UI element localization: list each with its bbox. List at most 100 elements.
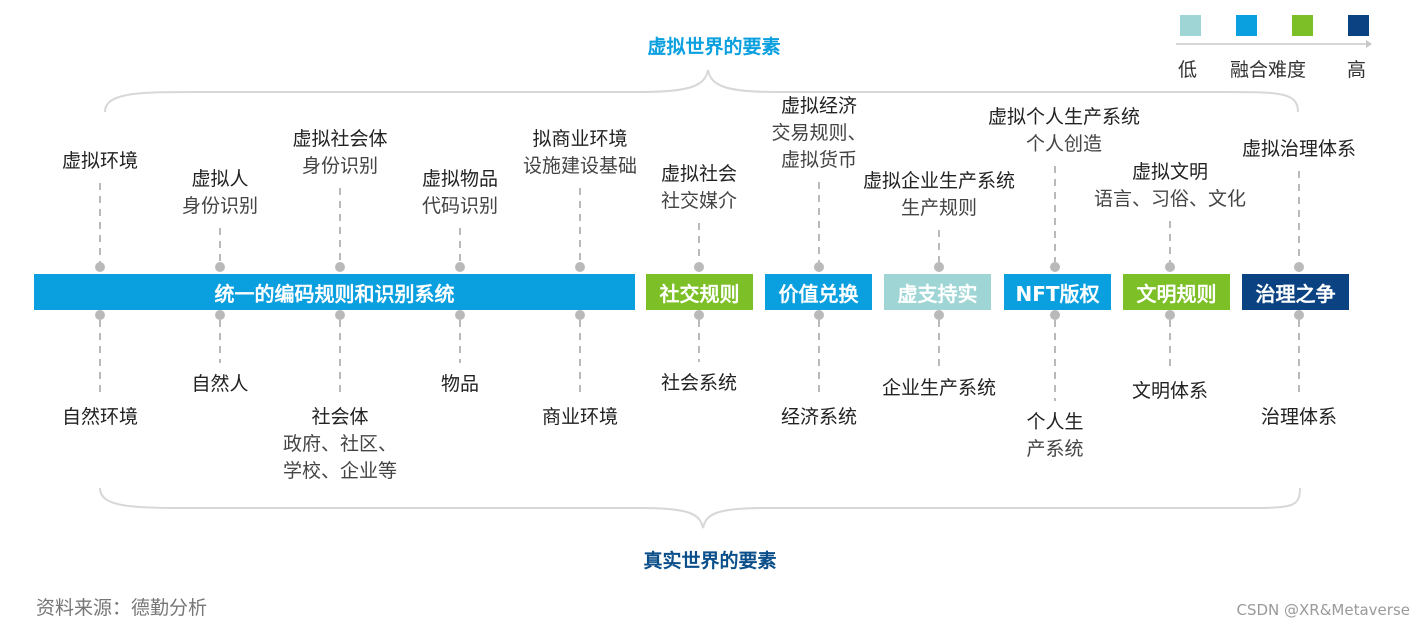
connector-dot [455,262,465,272]
real-element-name: 企业生产系统 [881,377,996,399]
real-element-name: 社会系统 [660,372,737,394]
real-element-4: 物品 [360,371,560,398]
virtual-element-detail: 设施建设基础 [522,155,637,177]
real-element-name: 文明体系 [1131,380,1208,402]
legend-swatch-low [1180,15,1201,36]
virtual-element-detail: 社交媒介 [660,190,737,212]
connector-dot [335,262,345,272]
real-element-3: 社会体政府、社区、学校、企业等 [240,404,440,485]
virtual-element-detail: 身份识别 [181,195,258,217]
bar-label: 文明规则 [1136,281,1217,306]
real-world-title: 真实世界的要素 [643,550,777,572]
connector-dot [1294,262,1304,272]
real-element-5: 商业环境 [480,404,680,431]
virtual-world-title: 虚拟世界的要素 [647,36,781,58]
connector-dot [1050,310,1060,320]
virtual-element-name: 虚拟物品 [421,168,498,190]
virtual-element-11: 虚拟治理体系 [1199,136,1399,163]
connector-dot [95,262,105,272]
virtual-element-name: 虚拟人 [191,168,249,190]
connector-dot [335,310,345,320]
connector-dot [455,310,465,320]
virtual-element-detail: 代码识别 [421,195,498,217]
connector-dot [575,310,585,320]
virtual-element-name: 虚拟企业生产系统 [862,170,1015,192]
connector-dot [1050,262,1060,272]
real-element-9: 个人生产系统 [955,409,1155,463]
connector-dot [694,310,704,320]
virtual-element-name: 虚拟环境 [61,150,138,172]
virtual-element-6: 虚拟社会社交媒介 [599,161,799,215]
connector-dot [1165,310,1175,320]
real-element-10: 文明体系 [1070,378,1270,405]
watermark: CSDN @XR&Metaverse [1236,601,1411,619]
virtual-element-name: 虚拟文明 [1131,161,1208,183]
virtual-element-2: 虚拟人身份识别 [120,166,320,220]
connector-dot [95,310,105,320]
virtual-element-8: 虚拟企业生产系统生产规则 [839,168,1039,222]
connector-dot [814,310,824,320]
real-element-name: 商业环境 [541,406,618,428]
virtual-element-name: 拟商业环境 [532,128,628,150]
connector-dot [934,262,944,272]
bar-label: 统一的编码规则和识别系统 [214,281,455,306]
real-element-name: 治理体系 [1260,406,1337,428]
real-element-name: 社会体 [311,406,369,428]
real-element-7: 经济系统 [719,404,919,431]
bar-3: 价值兑换 [765,274,872,310]
connector-dot [1165,262,1175,272]
virtual-element-detail: 虚拟货币 [780,149,857,171]
legend-high-label: 高 [1347,59,1367,81]
virtual-element-detail: 身份识别 [301,155,378,177]
virtual-element-1: 虚拟环境 [0,148,200,175]
connector-dot [215,310,225,320]
real-element-name: 经济系统 [780,406,857,428]
bar-2: 社交规则 [646,274,753,310]
bar-label: 虚支持实 [897,281,978,306]
bar-1: 统一的编码规则和识别系统 [34,274,635,310]
connector-dot [934,310,944,320]
connector-dot [694,262,704,272]
legend-middle-label: 融合难度 [1230,59,1307,81]
bar-label: 价值兑换 [778,281,859,306]
real-element-detail: 产系统 [1026,438,1084,460]
virtual-element-4: 虚拟物品代码识别 [360,166,560,220]
bar-7: 治理之争 [1242,274,1349,310]
bar-label: 治理之争 [1255,281,1336,306]
bar-5: NFT版权 [1004,274,1111,310]
virtual-element-10: 虚拟文明语言、习俗、文化 [1070,159,1270,213]
connector-dot [814,262,824,272]
legend-swatch-medium-low [1236,15,1257,36]
real-element-name: 自然人 [191,373,249,395]
real-element-11: 治理体系 [1199,404,1399,431]
connector-dot [1294,310,1304,320]
virtual-element-name: 虚拟治理体系 [1241,138,1356,160]
virtual-element-9: 虚拟个人生产系统个人创造 [964,104,1164,158]
virtual-element-name: 虚拟个人生产系统 [987,106,1140,128]
legend-swatch-high [1348,15,1369,36]
real-element-name: 自然环境 [61,406,138,428]
top-brace [104,69,1299,113]
real-element-8: 企业生产系统 [839,375,1039,402]
source-note: 资料来源：德勤分析 [36,597,208,619]
bar-label: NFT版权 [1015,281,1100,306]
connector-dot [575,262,585,272]
real-element-detail: 政府、社区、 [282,433,397,455]
virtual-element-detail: 语言、习俗、文化 [1093,188,1246,210]
virtual-element-name: 虚拟经济 [780,95,857,117]
virtual-element-5: 拟商业环境设施建设基础 [480,126,680,180]
connector-dot [215,262,225,272]
bar-4: 虚支持实 [884,274,991,310]
real-element-6: 社会系统 [599,370,799,397]
real-element-detail: 学校、企业等 [282,460,397,482]
bar-6: 文明规则 [1123,274,1230,310]
bar-label: 社交规则 [659,281,740,306]
real-element-2: 自然人 [120,371,320,398]
real-element-1: 自然环境 [0,404,200,431]
virtual-element-detail: 个人创造 [1025,133,1102,155]
bottom-brace [99,487,1301,529]
virtual-element-3: 虚拟社会体身份识别 [240,126,440,180]
virtual-element-detail: 交易规则、 [771,122,867,144]
real-element-name: 物品 [440,373,479,395]
